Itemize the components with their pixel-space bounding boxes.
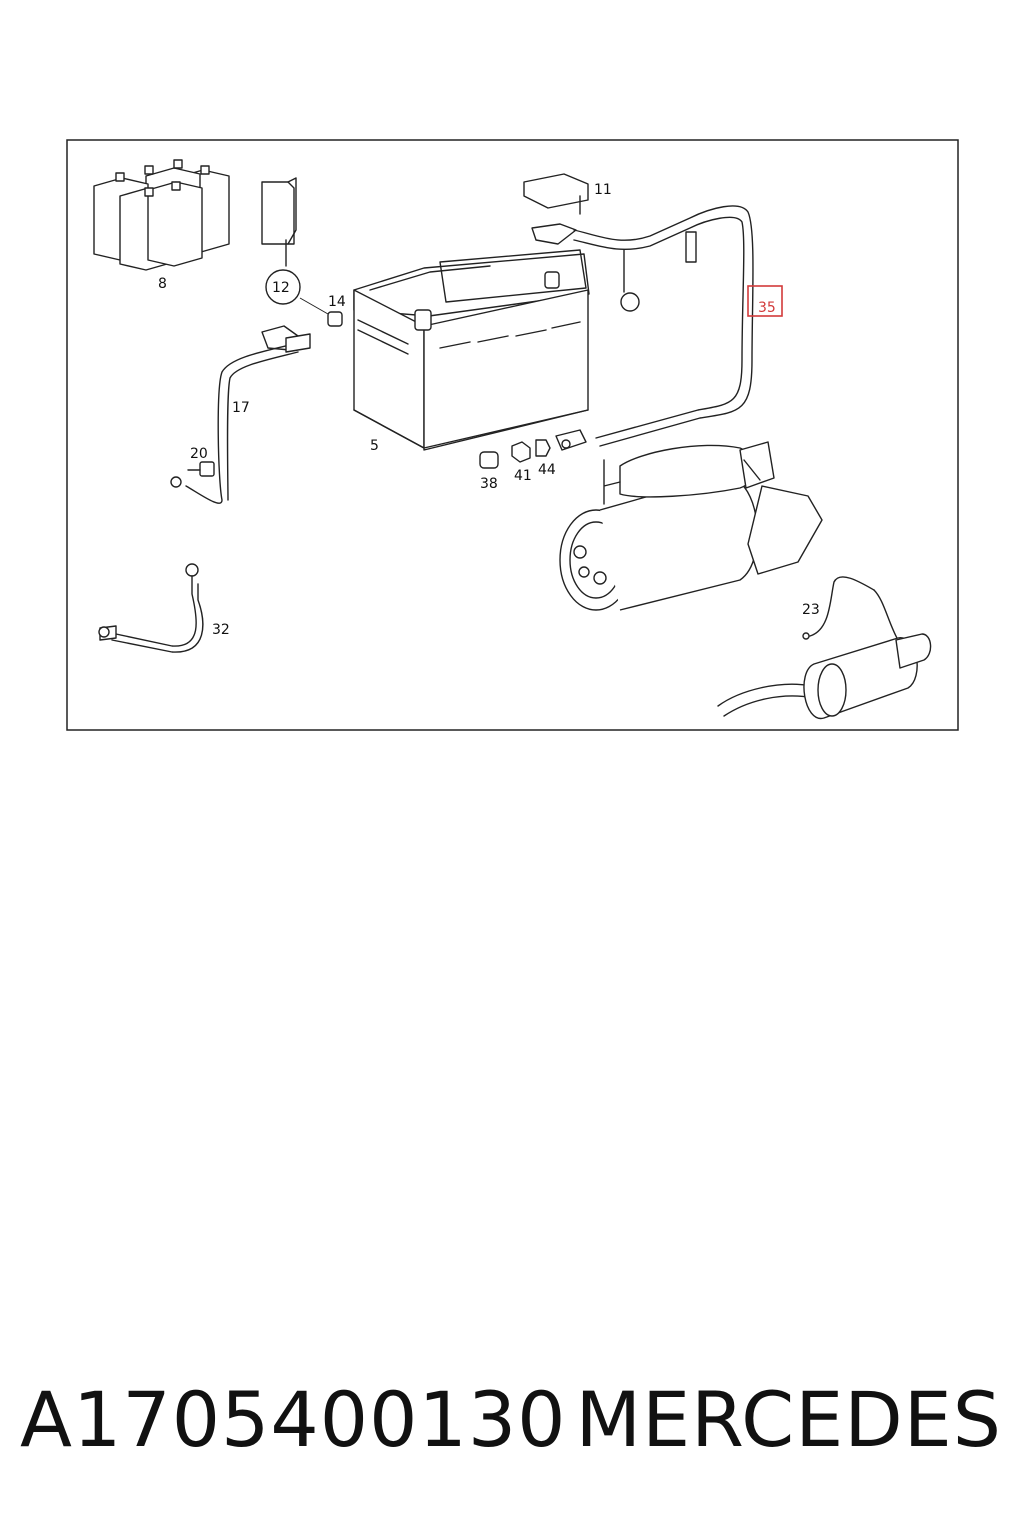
callout-12: 12: [272, 280, 290, 296]
callout-38: 38: [480, 476, 498, 492]
part-5-battery: [353, 249, 590, 451]
parts-38-41-44-fasteners: [479, 439, 551, 469]
callout-44: 44: [538, 462, 556, 478]
part-8-bottles: [93, 159, 230, 271]
caption-bar: A1705400130 MERCEDES: [0, 1365, 1024, 1475]
part-12-cover: [261, 177, 301, 305]
part-14-bushing: [299, 297, 343, 327]
part-23-wire: [802, 576, 899, 641]
parts-diagram: 8 12 14 11 5 17 20 38 41 44 23 32 35: [66, 139, 959, 731]
callout-5: 5: [370, 438, 379, 454]
part-32-ground-strap: [98, 563, 204, 653]
callout-35-highlight-box: [747, 285, 783, 317]
brand-name: MERCEDES: [575, 1375, 1002, 1464]
callout-32: 32: [212, 622, 230, 638]
callout-23: 23: [802, 602, 820, 618]
callout-35: 35: [758, 300, 776, 316]
part-17-cable: [170, 325, 311, 504]
callout-11: 11: [594, 182, 612, 198]
callout-14: 14: [328, 294, 346, 310]
part-20-bolt: [187, 461, 215, 477]
part-11-terminal-cover: [523, 173, 589, 245]
part-35-cable: [555, 205, 754, 451]
muffler: [717, 633, 932, 719]
callout-41: 41: [514, 468, 532, 484]
starter-motor: [559, 441, 823, 611]
callout-20: 20: [190, 446, 208, 462]
callout-17: 17: [232, 400, 250, 416]
part-number: A1705400130: [20, 1375, 567, 1464]
callout-8: 8: [158, 276, 167, 292]
